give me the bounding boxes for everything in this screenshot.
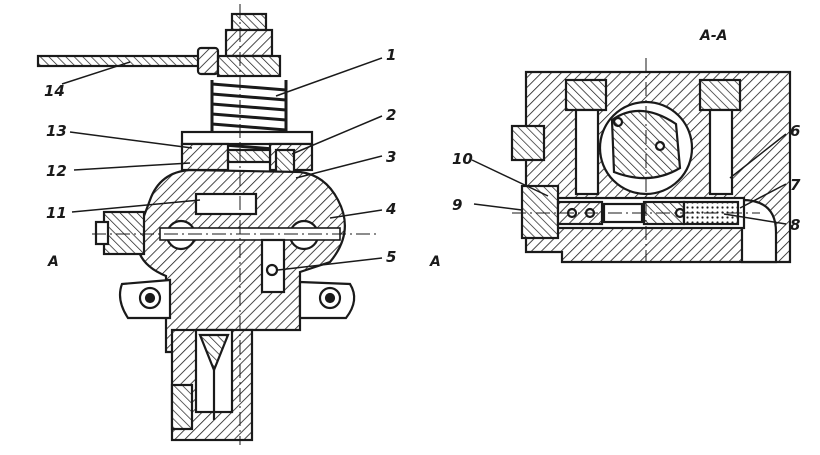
callout-9: 9 [452, 196, 462, 214]
callout-3: 3 [386, 148, 396, 166]
mounting-lugs [118, 278, 356, 320]
lower-stem [170, 328, 254, 442]
right-section-view [510, 58, 792, 264]
callout-14: 14 [44, 82, 65, 100]
callout-8: 8 [790, 216, 800, 234]
leader-lines-left [61, 57, 383, 271]
callout-11: 11 [46, 204, 67, 222]
callout-5: 5 [386, 248, 396, 266]
left-section-view [36, 4, 380, 445]
callout-1: 1 [386, 46, 396, 64]
top-nut [216, 12, 282, 78]
section-mark-right: A [429, 254, 441, 270]
section-title: A-A [699, 28, 727, 44]
lever-rod [36, 46, 220, 76]
callout-13: 13 [46, 122, 67, 140]
callout-2: 2 [386, 106, 396, 124]
callout-10: 10 [452, 150, 473, 168]
callout-12: 12 [46, 162, 67, 180]
callout-6: 6 [790, 122, 800, 140]
callout-labels: 1 2 3 4 5 6 7 8 9 10 11 12 13 14 A A A-A [44, 28, 801, 270]
leader-lines-right [471, 133, 787, 225]
callout-7: 7 [790, 176, 801, 194]
pump-body [94, 168, 346, 354]
section-mark-left: A [47, 254, 59, 270]
callout-4: 4 [385, 200, 396, 218]
